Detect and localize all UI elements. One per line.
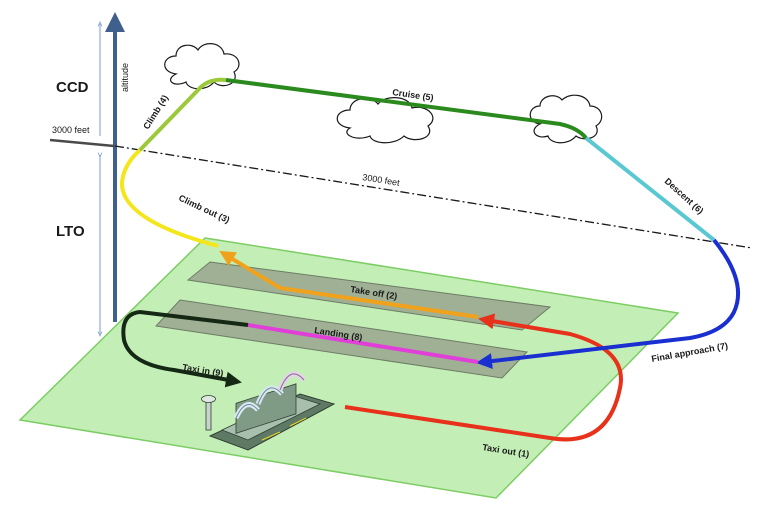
- airfield-ground: [18, 237, 680, 499]
- landing-path: [247, 323, 479, 364]
- threshold-left-label: 3000 feet: [52, 125, 90, 135]
- cruise-path: [225, 78, 588, 140]
- label-final-approach: Final approach (7): [651, 341, 729, 364]
- label-descent: Descent (6): [663, 176, 706, 216]
- final-approach-path: [476, 238, 741, 370]
- cloud-icon: [529, 94, 603, 144]
- climb-path: [138, 77, 227, 152]
- taxi-out-path: [344, 313, 623, 442]
- take-off-path: [219, 250, 479, 319]
- taxi-in-path: [121, 309, 249, 388]
- climb-out-path: [119, 148, 219, 248]
- threshold-dashdot-line: [114, 145, 753, 249]
- altitude-label: altitude: [120, 63, 130, 92]
- descent-path: [584, 136, 716, 242]
- label-climb-out: Climb out (3): [177, 193, 231, 225]
- airport-terminal-icon: [201, 371, 336, 451]
- zone-label-lto: LTO: [56, 223, 85, 240]
- cloud-icon: [336, 97, 434, 144]
- threshold-center-label: 3000 feet: [362, 172, 401, 188]
- threshold-left-line: [49, 138, 115, 148]
- cloud-icon: [164, 43, 240, 90]
- zone-label-ccd: CCD: [56, 79, 89, 96]
